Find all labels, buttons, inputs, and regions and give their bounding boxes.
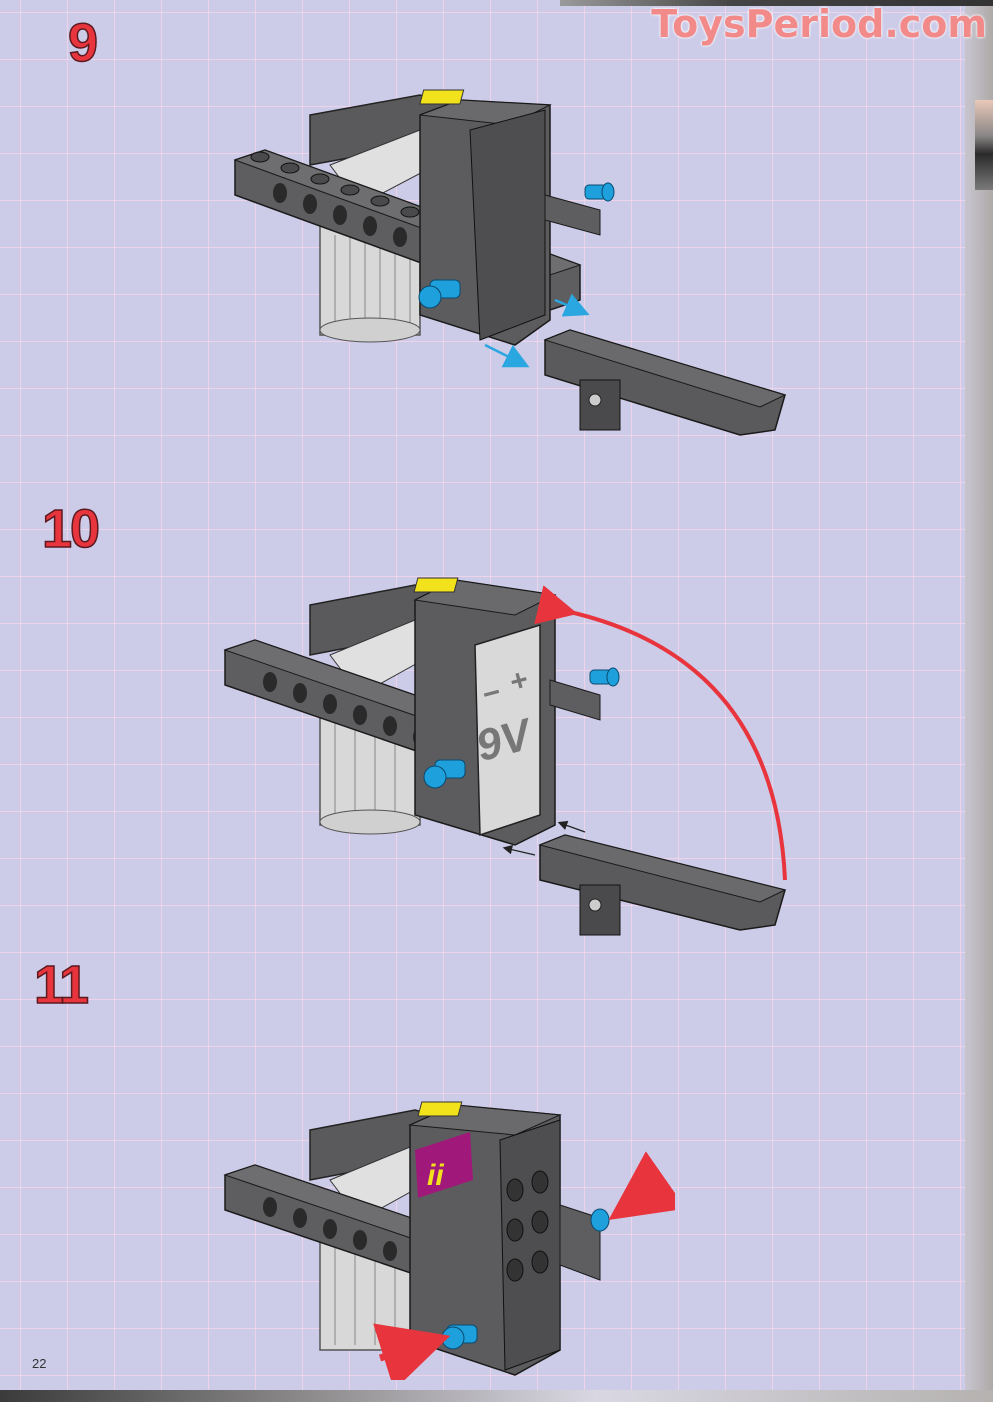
scan-bottom-edge [0, 1390, 993, 1402]
blue-pin-icon [584, 182, 615, 202]
9v-battery-icon: − + 9V [471, 623, 541, 837]
decal-badge-icon: ii [415, 1132, 473, 1198]
step-number-9: 9 [67, 13, 99, 73]
scan-shadow [560, 0, 993, 6]
blue-pin-icon [418, 279, 461, 309]
step-11-illustration: ii [223, 1101, 675, 1380]
battery-cover-icon [543, 329, 787, 436]
yellow-handle-icon [413, 577, 459, 593]
step-number-10: 10 [41, 499, 101, 559]
red-arrow-icon [608, 1151, 675, 1221]
svg-text:ii: ii [427, 1159, 444, 1192]
watermark: ToysPeriod.com [651, 2, 987, 46]
red-curved-arrow-icon [534, 585, 787, 881]
battery-box-closed-icon: ii [408, 1101, 562, 1376]
blue-arrow-icon [484, 343, 530, 368]
black-arrow-icon [557, 820, 586, 833]
red-arrow-icon [373, 1323, 451, 1380]
binder-strip [975, 100, 993, 190]
yellow-handle-icon [417, 1101, 463, 1117]
yellow-handle-icon [419, 89, 465, 105]
step-9-illustration [233, 89, 787, 436]
black-arrow-icon [502, 844, 536, 856]
step-number-11: 11 [33, 955, 90, 1015]
page-number: 22 [32, 1356, 47, 1371]
blue-arrow-icon [554, 293, 590, 317]
battery-cover-icon [538, 834, 787, 936]
blue-pin-icon [589, 667, 620, 687]
blue-pin-icon [590, 1208, 610, 1232]
step-10-illustration: − + 9V [223, 577, 787, 936]
page-edge [965, 0, 993, 1402]
blue-pin-icon [423, 759, 466, 789]
battery-box-icon [419, 89, 552, 346]
